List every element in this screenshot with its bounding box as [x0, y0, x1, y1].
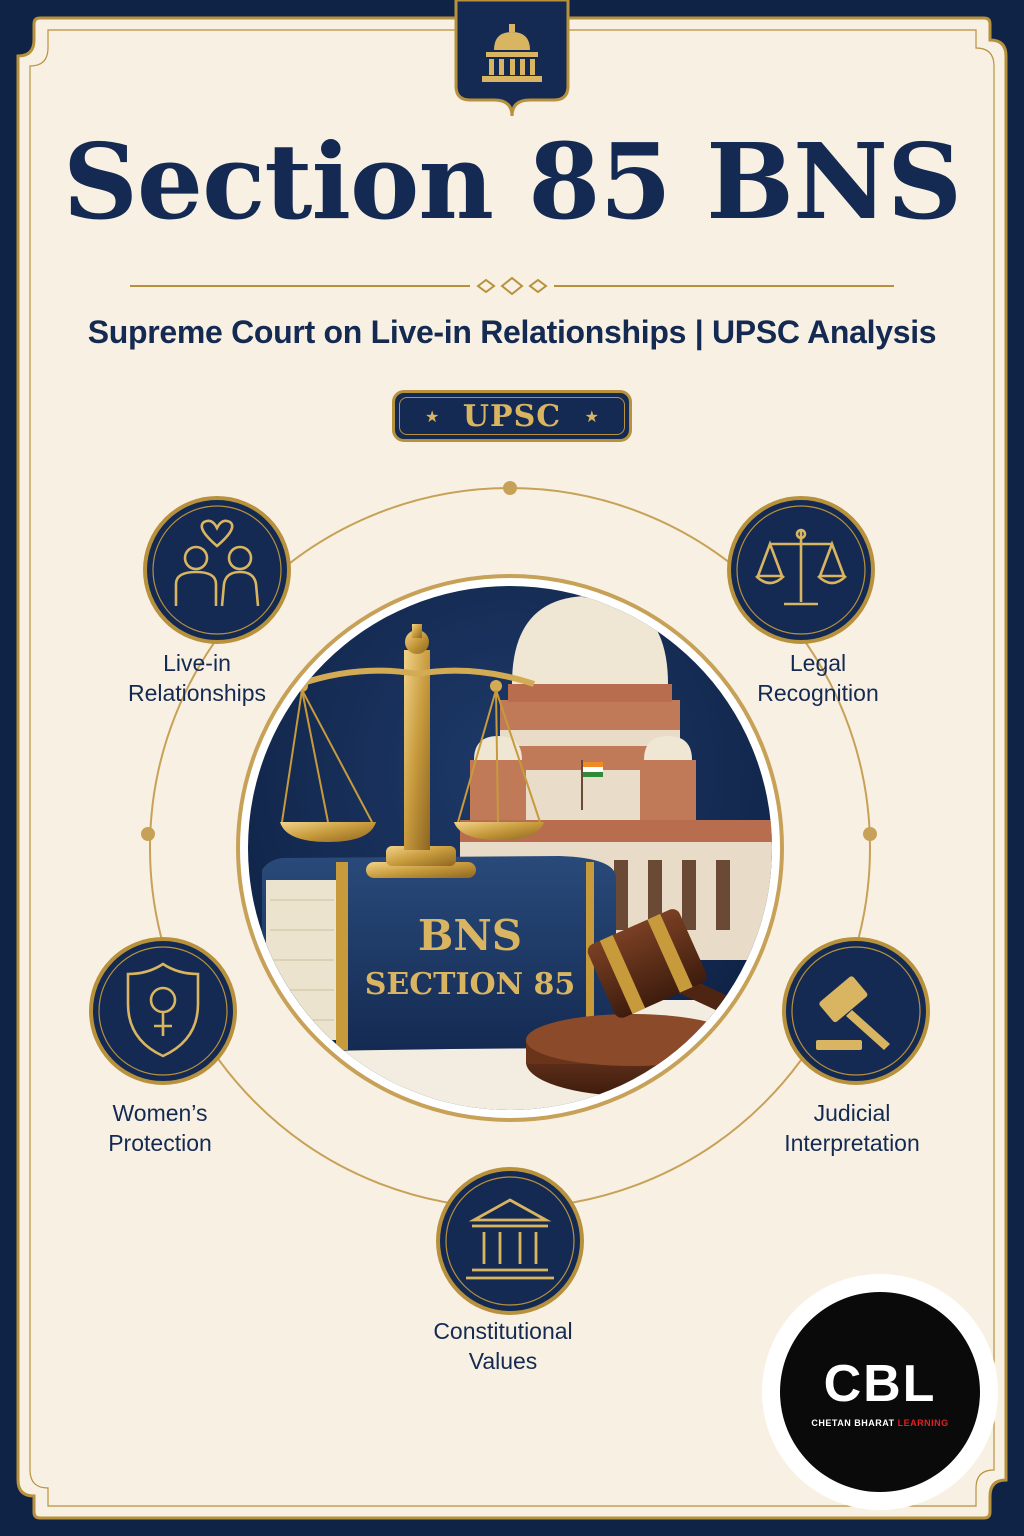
feature-line: Recognition [757, 680, 879, 706]
upsc-badge: ★ UPSC ★ [392, 390, 632, 442]
logo-mark: CBL [823, 1355, 937, 1413]
bns-book: BNS SECTION 85 [262, 856, 616, 1052]
book-subtitle: SECTION 85 [365, 967, 576, 1002]
logo-text: CHETAN BHARAT LEARNING [780, 1418, 980, 1428]
scales-icon [755, 528, 847, 606]
shield-female-icon [126, 962, 200, 1058]
feature-judicial [782, 937, 930, 1085]
feature-live-in [143, 496, 291, 644]
feature-line: Relationships [127, 680, 267, 706]
logo-disc: CBL CHETAN BHARAT LEARNING [780, 1292, 980, 1492]
logo-text-white: CHETAN BHARAT [811, 1418, 895, 1428]
badge-inner-border [399, 397, 625, 435]
logo-text-red: LEARNING [897, 1418, 949, 1428]
feature-label-live-in: Live-in Relationships [87, 648, 307, 708]
feature-line: Protection [108, 1130, 212, 1156]
feature-line: Interpretation [784, 1130, 920, 1156]
feature-label-women: Women’s Protection [50, 1098, 270, 1158]
poster-subtitle: Supreme Court on Live-in Relationships |… [87, 314, 937, 350]
gavel-icon [816, 976, 890, 1050]
feature-legal [727, 496, 875, 644]
couple-heart-icon [174, 519, 260, 607]
feature-constitutional [436, 1167, 584, 1315]
feature-label-constitutional: Constitutional Values [393, 1316, 613, 1376]
feature-label-judicial: Judicial Interpretation [742, 1098, 962, 1158]
feature-line: Values [468, 1348, 538, 1374]
feature-women [89, 937, 237, 1085]
badge-label: UPSC [462, 398, 562, 434]
feature-label-legal: Legal Recognition [708, 648, 928, 708]
star-icon: ★ [584, 409, 599, 426]
scales-of-justice [280, 624, 544, 878]
feature-line: Women’s [112, 1100, 208, 1126]
pillars-icon [466, 1198, 554, 1280]
feature-line: Legal [789, 650, 847, 676]
cbl-logo: CBL CHETAN BHARAT LEARNING [762, 1274, 998, 1510]
poster-title: Section 85 BNS [62, 120, 962, 243]
feature-line: Live-in [163, 650, 231, 676]
star-icon: ★ [425, 409, 440, 426]
feature-line: Constitutional [433, 1318, 573, 1344]
feature-line: Judicial [813, 1100, 891, 1126]
book-title: BNS [418, 911, 522, 960]
